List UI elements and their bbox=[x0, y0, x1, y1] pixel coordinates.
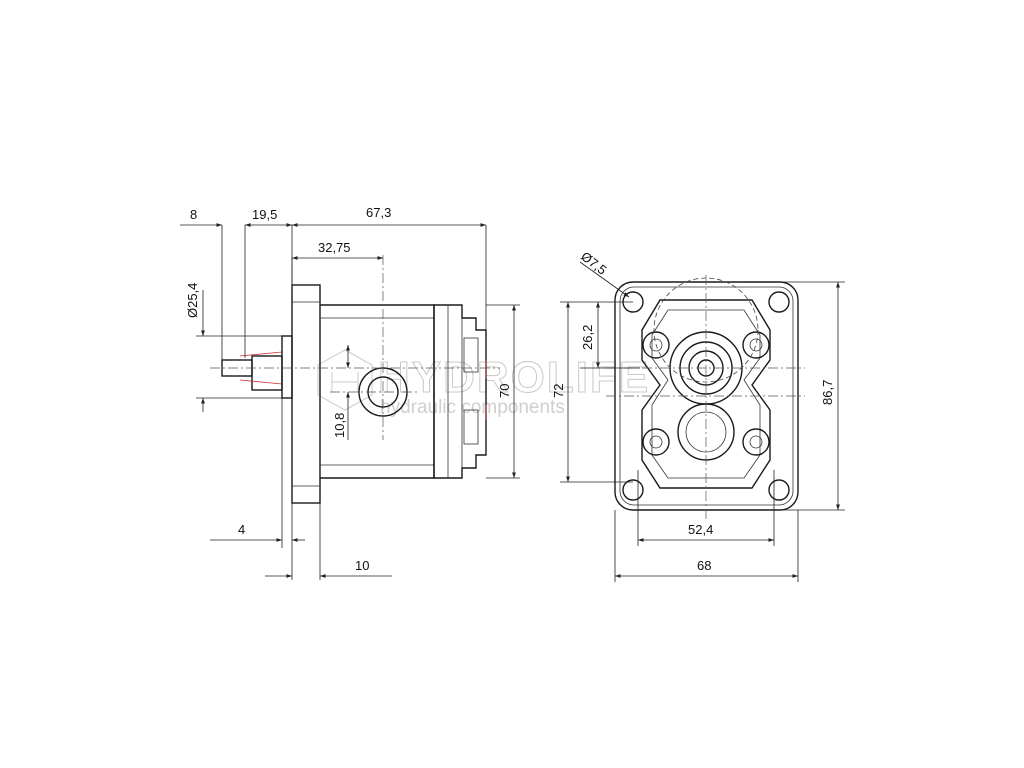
watermark-logo-icon bbox=[317, 349, 373, 411]
mounting-hole-tr bbox=[768, 291, 790, 313]
dim-port-pos: 32,75 bbox=[318, 240, 351, 255]
front-view: Ø7,5 26,2 72 86,7 52,4 68 bbox=[551, 249, 845, 582]
dim-flange-thick: 10 bbox=[355, 558, 369, 573]
dim-flange-gap: 4 bbox=[238, 522, 245, 537]
dim-flange-width: 68 bbox=[697, 558, 711, 573]
shaft-collar bbox=[251, 355, 283, 391]
dim-body-height: 70 bbox=[497, 384, 512, 398]
dim-shaft-step: 19,5 bbox=[252, 207, 277, 222]
dim-hole-offset: 26,2 bbox=[580, 325, 595, 350]
dim-hole-spacing-v: 72 bbox=[551, 384, 566, 398]
dim-shaft-dia: Ø25,4 bbox=[185, 283, 200, 318]
dim-port-offset: 10,8 bbox=[332, 413, 347, 438]
dim-hole-dia: Ø7,5 bbox=[578, 249, 609, 278]
dim-hole-spacing-h: 52,4 bbox=[688, 522, 713, 537]
side-view: 8 19,5 67,3 32,75 Ø25,4 10,8 70 4 bbox=[180, 205, 520, 580]
mounting-flange bbox=[291, 284, 321, 504]
dim-line-hole-dia bbox=[579, 261, 630, 298]
dim-flange-height: 86,7 bbox=[820, 380, 835, 405]
watermark-tagline: hydraulic components bbox=[380, 397, 565, 418]
mounting-hole-br bbox=[768, 479, 790, 501]
dim-body-len: 67,3 bbox=[366, 205, 391, 220]
dim-shaft-len: 8 bbox=[190, 207, 197, 222]
shaft-pilot bbox=[281, 335, 293, 399]
mounting-hole-bl bbox=[622, 479, 644, 501]
watermark: HYDROLIFE hydraulic components bbox=[317, 349, 649, 418]
